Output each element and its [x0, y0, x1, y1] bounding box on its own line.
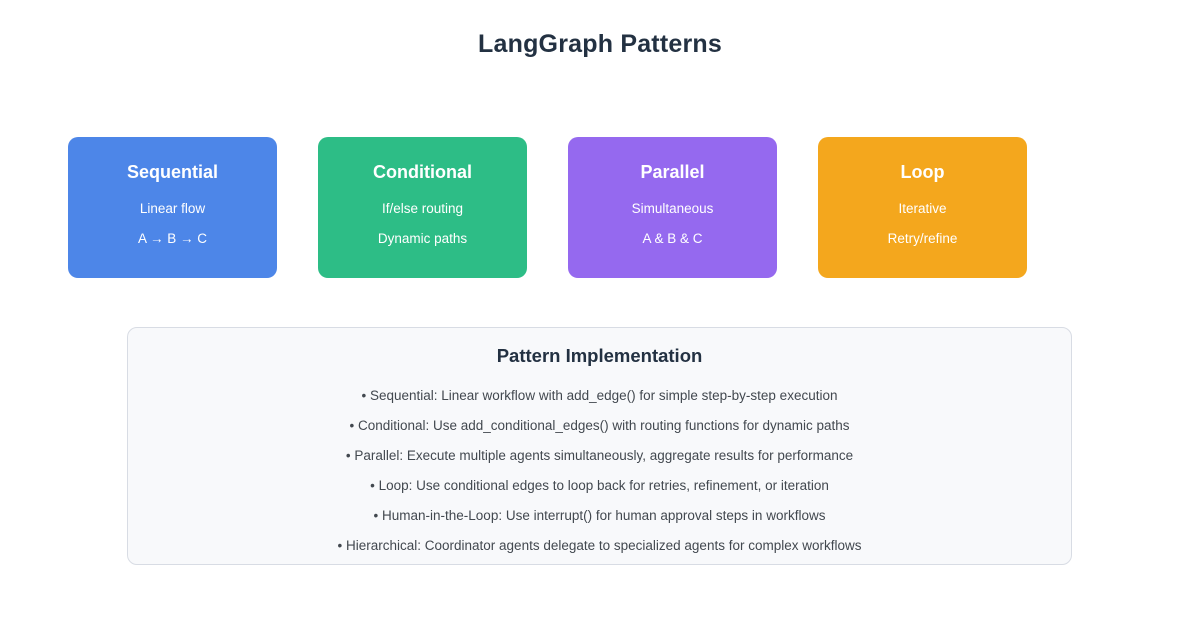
card-loop-subtitle: Iterative	[898, 201, 947, 216]
pattern-implementation-panel: Pattern Implementation • Sequential: Lin…	[127, 327, 1072, 565]
card-loop: Loop Iterative Retry/refine	[818, 137, 1027, 278]
card-sequential: Sequential Linear flow A → B → C	[68, 137, 277, 278]
page-title: LangGraph Patterns	[478, 30, 722, 58]
card-parallel-detail: A & B & C	[642, 231, 703, 246]
card-conditional-detail: Dynamic paths	[377, 231, 468, 246]
card-sequential-subtitle: Linear flow	[139, 201, 206, 216]
card-parallel-subtitle: Simultaneous	[631, 201, 714, 216]
card-conditional: Conditional If/else routing Dynamic path…	[318, 137, 527, 278]
card-parallel-title: Parallel	[640, 162, 705, 182]
card-conditional-title: Conditional	[373, 162, 472, 182]
bullet-loop: • Loop: Use conditional edges to loop ba…	[370, 478, 829, 493]
bullet-conditional: • Conditional: Use add_conditional_edges…	[349, 418, 850, 433]
implementation-title: Pattern Implementation	[496, 345, 703, 366]
bullet-parallel: • Parallel: Execute multiple agents simu…	[345, 448, 854, 463]
card-conditional-subtitle: If/else routing	[381, 201, 464, 216]
card-sequential-title: Sequential	[126, 162, 219, 182]
card-sequential-detail: A → B → C	[137, 231, 208, 246]
bullet-hierarchical: • Hierarchical: Coordinator agents deleg…	[337, 538, 862, 553]
pattern-cards-row: Sequential Linear flow A → B → C Conditi…	[68, 137, 1027, 278]
card-parallel: Parallel Simultaneous A & B & C	[568, 137, 777, 278]
bullet-human-in-the-loop: • Human-in-the-Loop: Use interrupt() for…	[373, 508, 826, 523]
card-loop-detail: Retry/refine	[887, 231, 958, 246]
bullet-sequential: • Sequential: Linear workflow with add_e…	[361, 388, 838, 403]
card-loop-title: Loop	[900, 162, 945, 182]
implementation-bullet-list: • Sequential: Linear workflow with add_e…	[128, 381, 1071, 561]
